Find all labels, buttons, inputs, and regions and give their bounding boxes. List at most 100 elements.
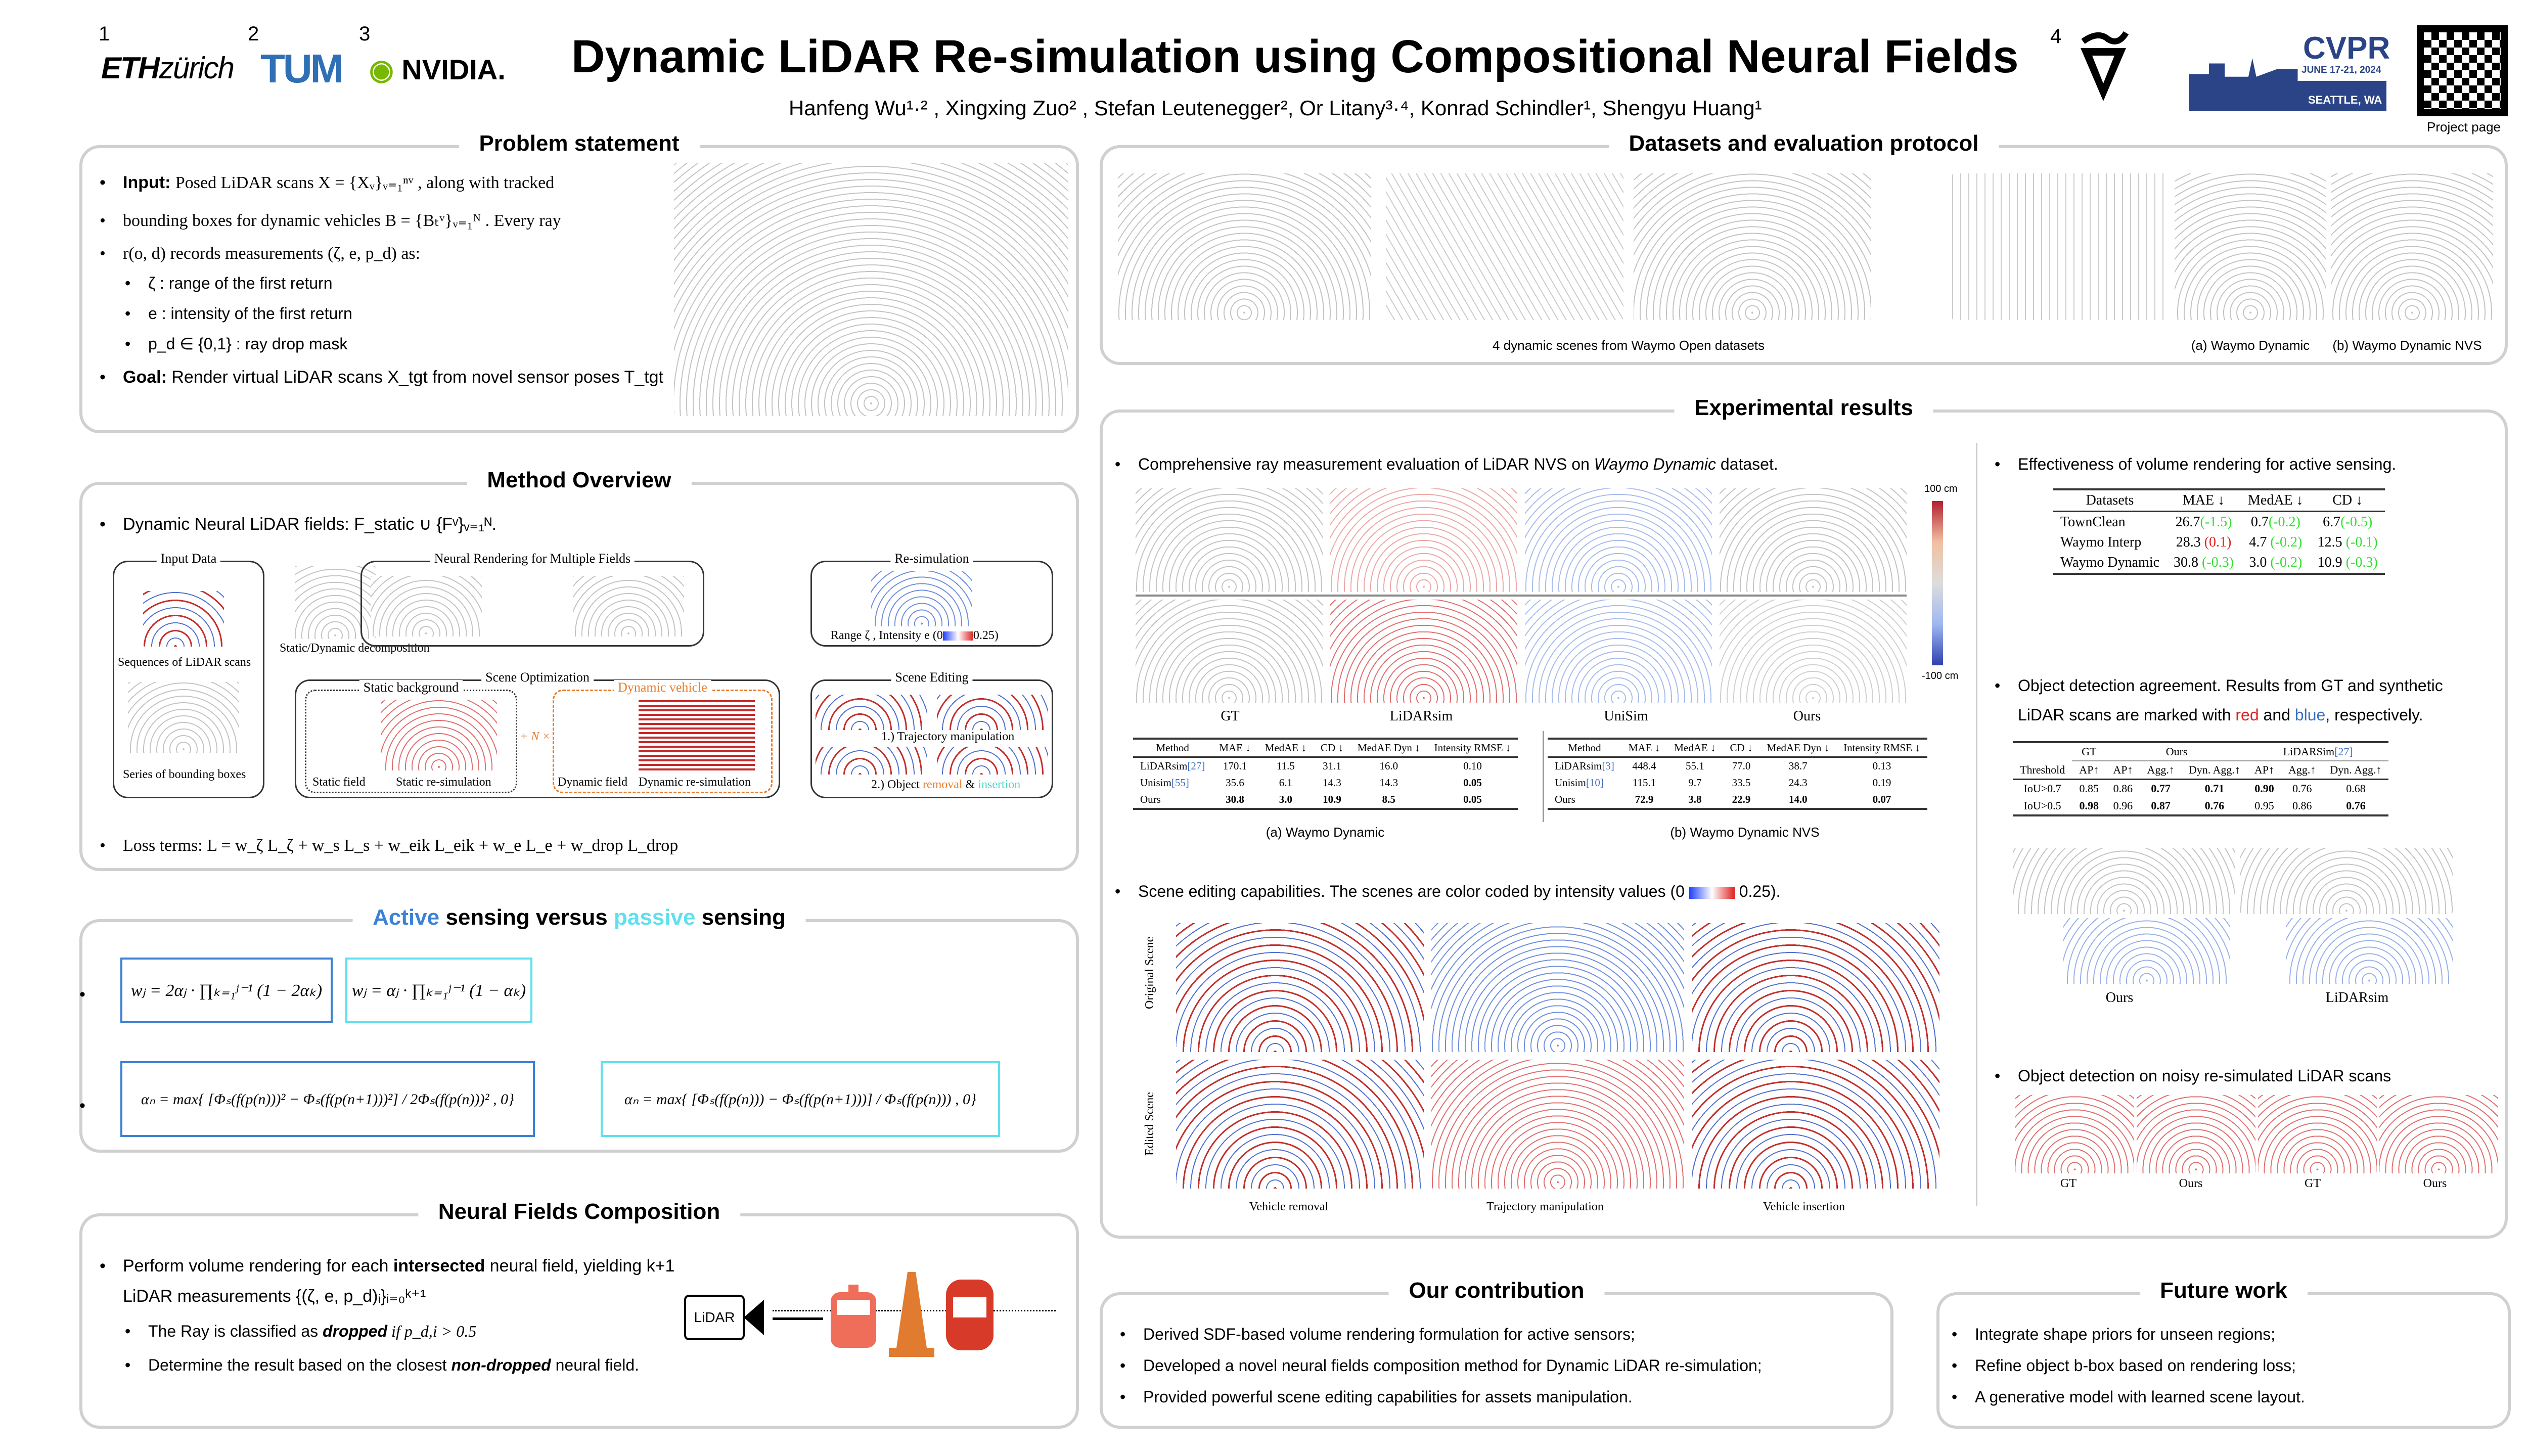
table-cell: 115.1 (1632, 777, 1656, 789)
table-cell: 448.4 (1632, 760, 1656, 772)
nvs-comparison-figure (1136, 488, 1919, 706)
table-cell: 3.0 (-0.2) (2249, 555, 2303, 570)
table-cell: 0.76 (2292, 782, 2312, 795)
passive-weight-equation: wⱼ = αⱼ · ∏ₖ₌₁ʲ⁻¹ (1 − αₖ) (345, 958, 532, 1023)
input-line3: r(o, d) records measurements (ζ, e, p_d)… (100, 242, 420, 266)
table-cell: LiDARsim[27] (1140, 760, 1205, 772)
table-cell: IoU>0.7 (2023, 782, 2061, 795)
table-cell: 0.85 (2079, 782, 2099, 795)
table-cell: Agg.↑ (2281, 761, 2323, 780)
lidar-ray-graphic: LiDAR (684, 1272, 1058, 1363)
row-label: Original Scene (1143, 936, 1156, 1009)
table-cell: 14.3 (1379, 777, 1398, 789)
table-cell: 0.76 (2204, 799, 2225, 812)
table-cell: 0.68 (2346, 782, 2366, 795)
table-cell: IoU>0.5 (2023, 799, 2061, 812)
edit-original-insertion (1692, 923, 1939, 1052)
contribution-panel: Our contribution Derived SDF-based volum… (1100, 1278, 1893, 1429)
composition-panel: Neural Fields Composition Perform volume… (79, 1199, 1079, 1429)
table-cell: 0.13 (1872, 760, 1891, 772)
results-panel: Experimental results Comprehensive ray m… (1100, 395, 2508, 1239)
table-cell: MedAE ↓ (2241, 489, 2311, 512)
table-cell: Intensity RMSE ↓ (1427, 739, 1518, 758)
active-alpha-equation: αₙ = max{ [Φₛ(f(p(n)))² − Φₛ(f(p(n+1)))²… (120, 1061, 535, 1137)
table-cell: Method (1548, 739, 1621, 758)
loss-terms: Loss terms: L = w_ζ L_ζ + w_s L_s + w_ei… (100, 834, 678, 858)
edit-original-removal (1176, 923, 1424, 1052)
table-cell: Unisim[55] (1140, 777, 1189, 789)
panel-title: Neural Fields Composition (418, 1199, 741, 1224)
table-cell: 3.8 (1688, 793, 1702, 805)
table-cell: 55.1 (1686, 760, 1704, 772)
contribution-item: Provided powerful scene editing capabili… (1120, 1386, 1633, 1408)
sub-pd: p_d ∈ {0,1} : ray drop mask (125, 333, 347, 355)
affil-number: 4 (2050, 25, 2062, 48)
comp-bullet-1-cont: LiDAR measurements {(ζ, e, p_d)ᵢ}ᵢ₌₀ᵏ⁺¹ (123, 1287, 426, 1306)
table-cell: 6.7(-0.5) (2323, 514, 2373, 530)
comp-bullet-1: Perform volume rendering for each inters… (100, 1254, 674, 1279)
table-cell: MAE ↓ (1621, 739, 1667, 758)
table-cell: 14.0 (1788, 793, 1808, 805)
qr-code[interactable] (2417, 25, 2508, 116)
eth-logo: ETHzürich (101, 51, 235, 85)
bbox-image (128, 682, 239, 753)
table-cell: 3.0 (1279, 793, 1293, 805)
table-cell: 0.10 (1463, 760, 1482, 772)
table-cell: 38.7 (1788, 760, 1808, 772)
table-cell: AP↑ (2247, 761, 2282, 780)
active-weight-equation: wⱼ = 2αⱼ · ∏ₖ₌₁ʲ⁻¹ (1 − 2αₖ) (120, 958, 333, 1023)
panel-title: Our contribution (1388, 1278, 1605, 1303)
sub-zeta: ζ : range of the first return (125, 272, 332, 295)
contribution-item: Developed a novel neural fields composit… (1120, 1354, 1762, 1377)
nvidia-logo: ◉ NVIDIA. (369, 54, 506, 85)
table-cell: Waymo Interp (2060, 534, 2142, 550)
contribution-item: Derived SDF-based volume rendering formu… (1120, 1323, 1635, 1346)
comp-bullet-2: The Ray is classified as dropped if p_d,… (125, 1320, 476, 1343)
table-cell: 0.05 (1463, 793, 1482, 805)
table-cell: 10.9 (-0.3) (2317, 555, 2378, 570)
table-cell: Ours (1140, 793, 1161, 805)
datasets-panel: Datasets and evaluation protocol 4 dynam… (1100, 131, 2508, 365)
decomposition-image (295, 566, 376, 639)
table-cell: LiDARsim[3] (1555, 760, 1614, 772)
bus-icon (946, 1280, 994, 1350)
table-cell: 77.0 (1732, 760, 1751, 772)
table-cell: 0.05 (1463, 777, 1482, 789)
table-cell: 0.96 (2113, 799, 2133, 812)
table-cell: AP↑ (2072, 761, 2106, 780)
table-cell: 30.8 (1226, 793, 1244, 805)
table-cell: CD ↓ (1314, 739, 1350, 758)
lidar-scans-image (143, 591, 224, 647)
table-cell: Ours (1555, 793, 1575, 805)
table-cell: 28.3 (0.1) (2176, 534, 2232, 550)
table-cell: Datasets (2053, 489, 2167, 512)
table-cell: Unisim[10] (1555, 777, 1604, 789)
table-cell: Threshold (2013, 761, 2072, 780)
table-cell: 26.7(-1.5) (2175, 514, 2232, 530)
edit-edited-removal (1176, 1060, 1424, 1189)
edit-edited-trajectory (1431, 1060, 1684, 1189)
table-cell: 0.19 (1872, 777, 1891, 789)
technion-logo (2078, 30, 2129, 106)
table-cell: 0.77 (2151, 782, 2171, 795)
row-label: Edited Scene (1143, 1092, 1156, 1156)
results-bullet-5: Object detection on noisy re-simulated L… (1995, 1065, 2391, 1087)
future-item: Integrate shape priors for unseen region… (1952, 1323, 2275, 1346)
poster-title: Dynamic LiDAR Re-simulation using Compos… (571, 31, 2019, 82)
table-cell: Dyn. Agg.↑ (2323, 761, 2389, 780)
table-cell: 12.5 (-0.1) (2317, 534, 2378, 550)
table-cell: TownClean (2060, 514, 2126, 530)
dataset-caption: 4 dynamic scenes from Waymo Open dataset… (1492, 338, 1765, 353)
sub-e: e : intensity of the first return (125, 302, 352, 325)
table-cell: CD ↓ (1723, 739, 1760, 758)
problem-pointcloud-image (674, 163, 1068, 416)
tum-logo: TUM (260, 46, 344, 91)
passive-alpha-equation: αₙ = max{ [Φₛ(f(p(n))) − Φₛ(f(p(n+1)))] … (601, 1061, 1000, 1137)
